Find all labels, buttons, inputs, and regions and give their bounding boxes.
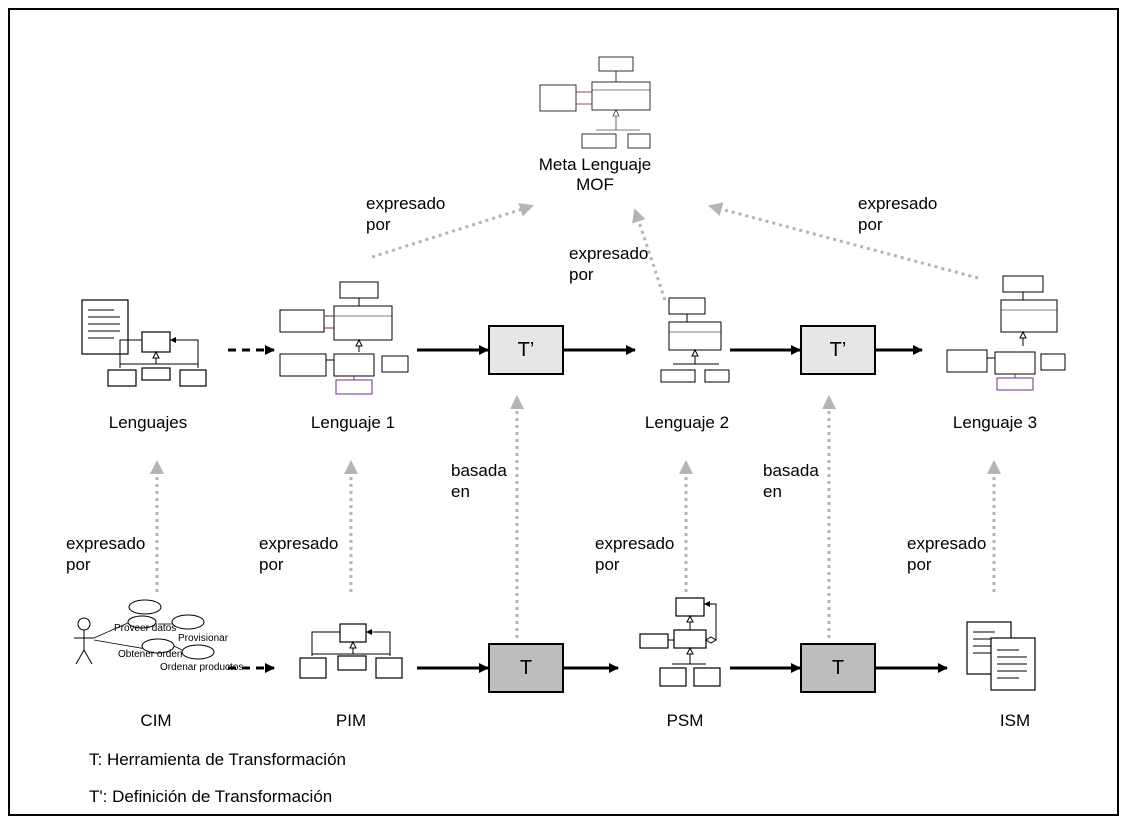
expresado-label: expresado [259, 534, 339, 553]
use-case-proveer-datos: Proveer datos [114, 623, 177, 634]
use-case-obtener-orden: Obtener orden [118, 649, 183, 660]
label-lenguaje-3: Lenguaje 3 [952, 413, 1038, 432]
stick-figure-icon [74, 617, 94, 665]
transformation-tool-box-2: T [800, 643, 876, 693]
expresado-label: expresado [66, 534, 146, 553]
label-ism: ISM [999, 711, 1031, 730]
por-label: por [366, 215, 391, 234]
por-label: por [858, 215, 883, 234]
basada-label: basada [763, 461, 819, 480]
por-label: por [907, 555, 932, 574]
mof-label: MOF [576, 175, 614, 194]
mof-metamodel-diagram-icon [539, 56, 651, 149]
expresado-label: expresado [907, 534, 987, 553]
languages-document-icon [81, 299, 207, 387]
diagram-frame: Meta Lenguaje MOF Lenguajes L [8, 8, 1119, 816]
dotted-arrow-l3-mof [708, 202, 979, 280]
language1-metamodel-icon [279, 281, 409, 395]
meta-language-title: Meta Lenguaje [538, 155, 652, 174]
transformation-definition-box-2: T’ [800, 325, 876, 375]
en-label: en [763, 482, 782, 501]
legend-t: T: Herramienta de Transformación [89, 750, 346, 769]
label-cim: CIM [140, 711, 172, 730]
ism-documents-icon [966, 621, 1036, 691]
language3-metamodel-icon [946, 275, 1066, 391]
tprime-label: T’ [829, 338, 847, 361]
t-label: T [519, 656, 533, 679]
label-lenguaje-2: Lenguaje 2 [644, 413, 730, 432]
label-pim: PIM [335, 711, 367, 730]
en-label: en [451, 482, 470, 501]
dotted-arrow-l2-mof [632, 208, 667, 301]
connector-layer [150, 202, 1001, 673]
use-case-ordenar-productos: Ordenar productos [160, 662, 244, 673]
por-label: por [66, 555, 91, 574]
label-psm: PSM [666, 711, 704, 730]
label-lenguaje-1: Lenguaje 1 [310, 413, 396, 432]
use-case-diagram-icon [74, 599, 215, 665]
use-case-provisionar: Provisionar [178, 633, 229, 644]
por-label: por [569, 265, 594, 284]
basada-label: basada [451, 461, 507, 480]
psm-class-diagram-icon [639, 597, 721, 687]
expresado-label: expresado [858, 194, 938, 213]
expresado-label: expresado [366, 194, 446, 213]
pim-class-diagram-icon [299, 623, 403, 679]
legend-tprime: T': Definición de Transformación [89, 787, 333, 806]
transformation-tool-box-1: T [488, 643, 564, 693]
tprime-label: T’ [517, 338, 535, 361]
por-label: por [595, 555, 620, 574]
expresado-label: expresado [595, 534, 675, 553]
transformation-definition-box-1: T’ [488, 325, 564, 375]
t-label: T [831, 656, 845, 679]
label-lenguajes: Lenguajes [108, 413, 188, 432]
expresado-label: expresado [569, 244, 649, 263]
language2-metamodel-icon [660, 297, 730, 383]
por-label: por [259, 555, 284, 574]
